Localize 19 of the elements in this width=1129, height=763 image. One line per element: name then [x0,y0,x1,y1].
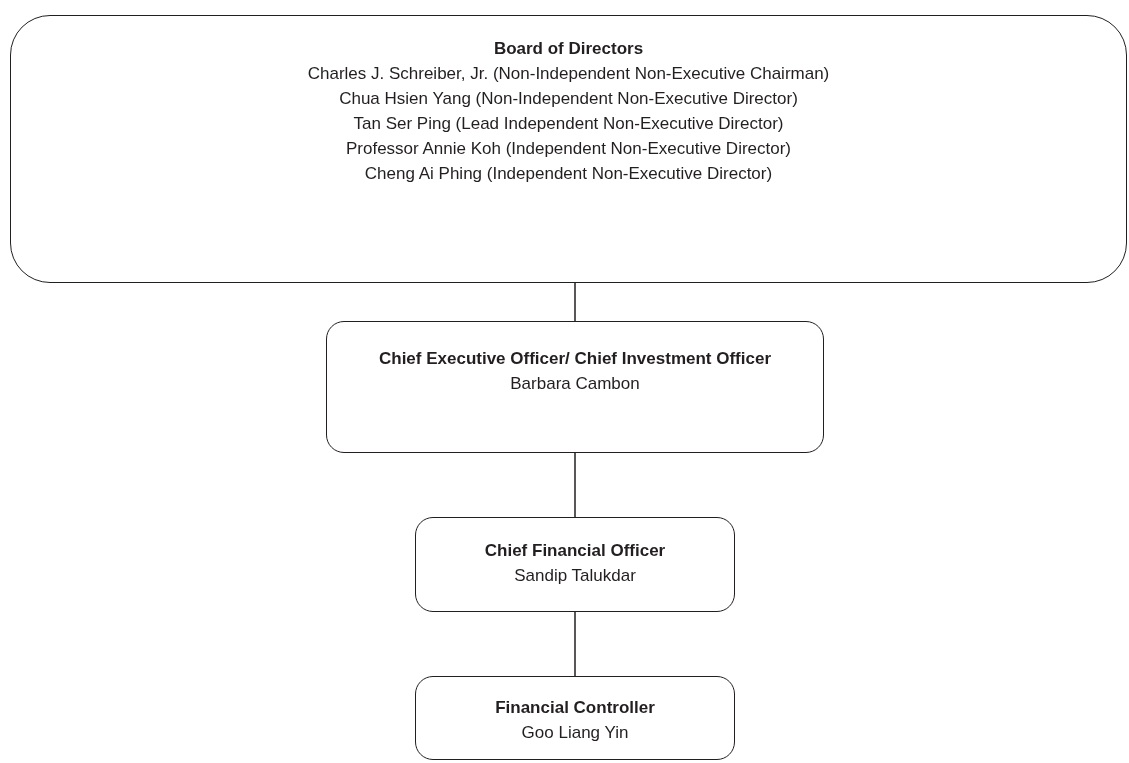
role-title: Financial Controller [495,697,655,719]
org-box [415,676,735,760]
role-title: Board of Directors [493,38,644,60]
org-box [415,517,735,612]
role-title: Chief Executive Officer/ Chief Investment Officer [378,348,772,370]
connector-line [574,452,576,518]
org-box [326,321,824,453]
connector-line [574,282,576,322]
connector-line [574,611,576,677]
person-name: Goo Liang Yin [521,722,629,744]
director-entry: Charles J. Schreiber, Jr. (Non-Independent Non-Executive Chairman) [307,63,830,85]
director-entry: Professor Annie Koh (Independent Non-Executive Director) [345,138,792,160]
org-box [10,15,1127,283]
person-name: Barbara Cambon [510,373,640,395]
director-entry: Chua Hsien Yang (Non-Independent Non-Executive Director) [339,88,798,110]
director-entry: Cheng Ai Phing (Independent Non-Executive Director) [364,163,773,185]
role-title: Chief Financial Officer [484,540,666,562]
director-entry: Tan Ser Ping (Lead Independent Non-Executive Director) [353,113,784,135]
person-name: Sandip Talukdar [514,565,636,587]
